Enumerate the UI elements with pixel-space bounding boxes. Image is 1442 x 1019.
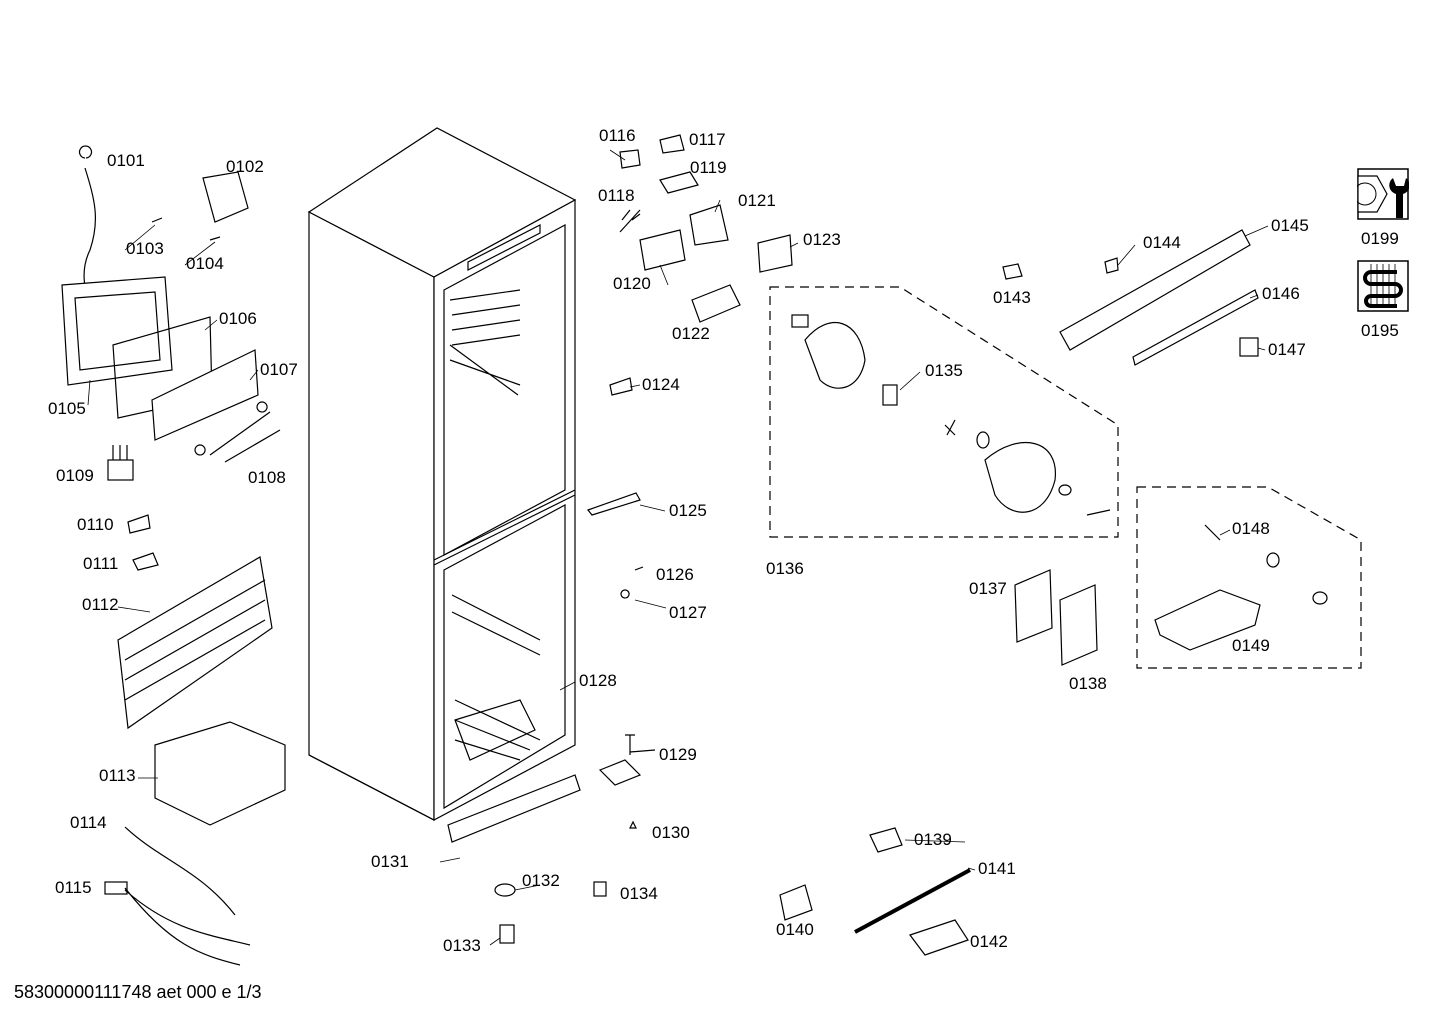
- part-label[interactable]: 0137: [969, 579, 1007, 598]
- part-label[interactable]: 0136: [766, 559, 804, 578]
- part-label[interactable]: 0148: [1232, 519, 1270, 538]
- part-label[interactable]: 0101: [107, 151, 145, 170]
- part-label[interactable]: 0110: [77, 515, 114, 534]
- part-label[interactable]: 0108: [248, 468, 286, 487]
- part-label[interactable]: 0147: [1268, 340, 1306, 359]
- leader-lines: [87, 149, 1269, 946]
- part-label[interactable]: 0115: [55, 878, 92, 897]
- part-label[interactable]: 0145: [1271, 216, 1309, 235]
- middle-parts: [447, 134, 793, 944]
- part-label[interactable]: 0103: [126, 239, 164, 258]
- service-icon-label: 0199: [1361, 229, 1399, 248]
- part-label[interactable]: 0124: [642, 375, 680, 394]
- part-label[interactable]: 0129: [659, 745, 697, 764]
- part-label[interactable]: 0138: [1069, 674, 1107, 693]
- nut-wrench-icon: [1357, 168, 1409, 220]
- part-label[interactable]: 0121: [738, 191, 776, 210]
- service-icon-label: 0195: [1361, 321, 1399, 340]
- part-label[interactable]: 0126: [656, 565, 694, 584]
- part-label[interactable]: 0104: [186, 254, 224, 273]
- part-label[interactable]: 0142: [970, 932, 1008, 951]
- part-label[interactable]: 0140: [776, 920, 814, 939]
- part-label[interactable]: 0123: [803, 230, 841, 249]
- fan-assembly: [791, 314, 1111, 516]
- fan-assembly-group-outline: [769, 286, 1119, 538]
- part-label[interactable]: 0144: [1143, 233, 1181, 252]
- part-label[interactable]: 0111: [83, 554, 119, 573]
- part-label[interactable]: 0120: [613, 274, 651, 293]
- part-label[interactable]: 0135: [925, 361, 963, 380]
- part-label[interactable]: 0107: [260, 360, 298, 379]
- right-parts: [779, 229, 1328, 956]
- part-label[interactable]: 0132: [522, 871, 560, 890]
- part-label[interactable]: 0134: [620, 884, 658, 903]
- part-label[interactable]: 0143: [993, 288, 1031, 307]
- heating-coil-icon: [1357, 260, 1409, 312]
- left-parts: [61, 145, 286, 966]
- part-label[interactable]: 0141: [978, 859, 1016, 878]
- document-footer-id: 58300000111748 aet 000 e 1/3: [14, 982, 262, 1002]
- part-label[interactable]: 0114: [70, 813, 107, 832]
- part-label[interactable]: 0122: [672, 324, 710, 343]
- light-assembly-group-outline: [1136, 486, 1362, 669]
- part-label[interactable]: 0125: [669, 501, 707, 520]
- part-label[interactable]: 0149: [1232, 636, 1270, 655]
- part-label[interactable]: 0112: [82, 595, 119, 614]
- part-label[interactable]: 0117: [689, 130, 726, 149]
- part-label[interactable]: 0113: [99, 766, 136, 785]
- part-label[interactable]: 0146: [1262, 284, 1300, 303]
- fridge-cabinet: [307, 127, 577, 821]
- part-label[interactable]: 0109: [56, 466, 94, 485]
- part-label[interactable]: 0128: [579, 671, 617, 690]
- part-label[interactable]: 0105: [48, 399, 86, 418]
- part-label[interactable]: 0116: [599, 126, 636, 145]
- part-label[interactable]: 0118: [598, 186, 635, 205]
- part-label[interactable]: 0131: [371, 852, 409, 871]
- part-label[interactable]: 0119: [690, 158, 727, 177]
- part-label[interactable]: 0102: [226, 157, 264, 176]
- part-label[interactable]: 0106: [219, 309, 257, 328]
- part-label[interactable]: 0130: [652, 823, 690, 842]
- part-label[interactable]: 0133: [443, 936, 481, 955]
- part-label[interactable]: 0127: [669, 603, 707, 622]
- part-label[interactable]: 0139: [914, 830, 952, 849]
